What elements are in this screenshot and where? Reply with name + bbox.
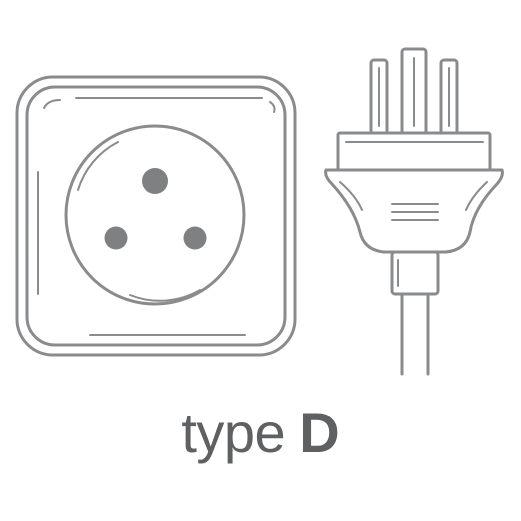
socket-receptacle-highlight-bottom [129, 289, 201, 302]
socket-hole-earth [142, 168, 168, 194]
socket-hole-right [183, 226, 207, 250]
caption-type-letter: D [299, 401, 340, 464]
socket-receptacle [64, 124, 246, 306]
socket-receptacle-highlight [77, 141, 119, 191]
socket-plate-inner [25, 85, 287, 347]
plug-neck [390, 250, 440, 296]
plug-type-caption: type D [0, 388, 521, 478]
caption-prefix: type [181, 401, 286, 464]
plug-icon [324, 47, 504, 376]
socket-highlight-right-top [269, 101, 276, 113]
socket-holes [104, 168, 207, 250]
socket-hole-left [104, 226, 128, 250]
plug-top-block [336, 131, 492, 172]
socket-icon [15, 75, 297, 357]
socket-highlight-top-left [43, 99, 61, 109]
